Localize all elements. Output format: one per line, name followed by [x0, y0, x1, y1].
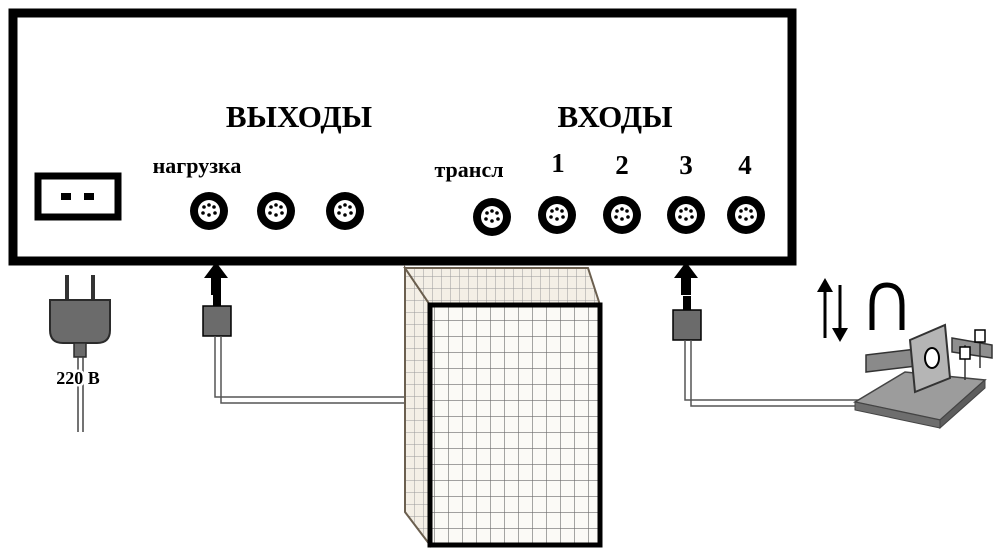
input-connector-2-din-connector-icon: [603, 196, 641, 234]
power-plug-icon: [49, 275, 111, 432]
outputs-heading: ВЫХОДЫ: [226, 99, 372, 134]
input-number-1: 1: [551, 148, 565, 178]
input-number-2: 2: [615, 150, 629, 180]
input-connector-transl-din-connector-icon: [473, 198, 511, 236]
input-cable: [672, 262, 866, 407]
input-connector-1-din-connector-icon: [538, 196, 576, 234]
input-number-3: 3: [679, 150, 693, 180]
input-connector-4-din-connector-icon: [727, 196, 765, 234]
sensor-device-icon: [852, 323, 993, 430]
two-pin-power-socket-icon: [34, 172, 122, 221]
load-label: нагрузка: [153, 153, 242, 178]
voltage-label: 220 В: [56, 368, 100, 388]
transl-label: трансл: [434, 157, 503, 182]
device-panel: [8, 8, 797, 266]
output-connector-3-din-connector-icon: [326, 192, 364, 230]
input-connector-3-din-connector-icon: [667, 196, 705, 234]
input-number-4: 4: [738, 150, 752, 180]
output-connector-2-din-connector-icon: [257, 192, 295, 230]
speaker-cabinet-icon: [403, 264, 603, 548]
output-cable: [202, 262, 410, 404]
up-down-arrows-icon: [817, 278, 905, 342]
inputs-heading: ВХОДЫ: [557, 99, 672, 134]
output-connector-load-din-connector-icon: [190, 192, 228, 230]
